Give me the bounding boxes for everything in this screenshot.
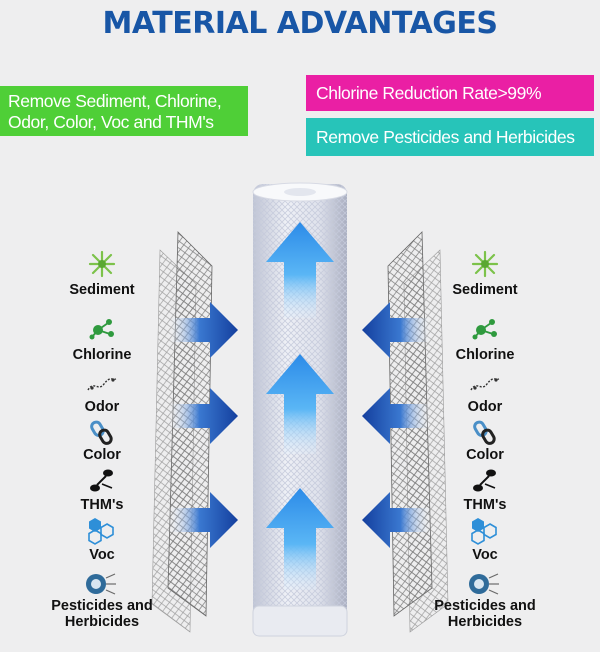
voc-icon [471,518,497,545]
badge-remove-contaminants: Remove Sediment, Chlorine, Odor, Color, … [0,86,248,136]
color-icon [473,420,496,445]
odor-icon [470,378,500,391]
upflow-arrow [266,222,334,318]
pesticides-icon [469,573,499,595]
label-thms: THM's [463,497,507,513]
inflow-arrow-left [168,302,238,358]
label-color: Color [83,447,121,463]
badge-line: Odor, Color, Voc and THM's [8,112,214,132]
left-mesh-screen [151,231,213,633]
label-pesticides-herbicides: Pesticides and Herbicides [40,598,164,630]
upflow-arrow [266,488,334,590]
badge-pesticides: Remove Pesticides and Herbicides [306,118,594,156]
odor-icon [87,378,117,391]
label-line: Pesticides and [434,598,536,614]
label-line: Herbicides [64,614,140,630]
chlorine-icon [472,319,497,340]
label-odor: Odor [84,399,120,415]
sediment-icon [88,250,116,278]
voc-icon [88,518,114,545]
label-pesticides-herbicides: Pesticides and Herbicides [423,598,547,630]
color-icon [90,420,113,445]
inflow-arrow-right [362,492,432,548]
inflow-arrow-right [362,388,432,444]
label-color: Color [466,447,504,463]
badge-chlorine-reduction: Chlorine Reduction Rate>99% [306,75,594,111]
badge-line: Remove Sediment, Chlorine, [8,91,222,111]
chlorine-icon [89,319,114,340]
upflow-arrow [266,354,334,454]
label-line: Herbicides [447,614,523,630]
inflow-arrow-right [362,302,432,358]
inflow-arrow-left [168,492,238,548]
label-voc: Voc [472,547,498,563]
pesticides-icon [86,573,116,595]
inflow-arrow-left [168,388,238,444]
label-sediment: Sediment [452,282,518,298]
label-sediment: Sediment [69,282,135,298]
label-line: Pesticides and [51,598,153,614]
label-thms: THM's [80,497,124,513]
sediment-icon [471,250,499,278]
thms-icon [90,469,113,492]
thms-icon [473,469,496,492]
label-chlorine: Chlorine [72,347,132,363]
page-title: MATERIAL ADVANTAGES [102,6,498,41]
label-voc: Voc [89,547,115,563]
label-odor: Odor [467,399,503,415]
label-chlorine: Chlorine [455,347,515,363]
